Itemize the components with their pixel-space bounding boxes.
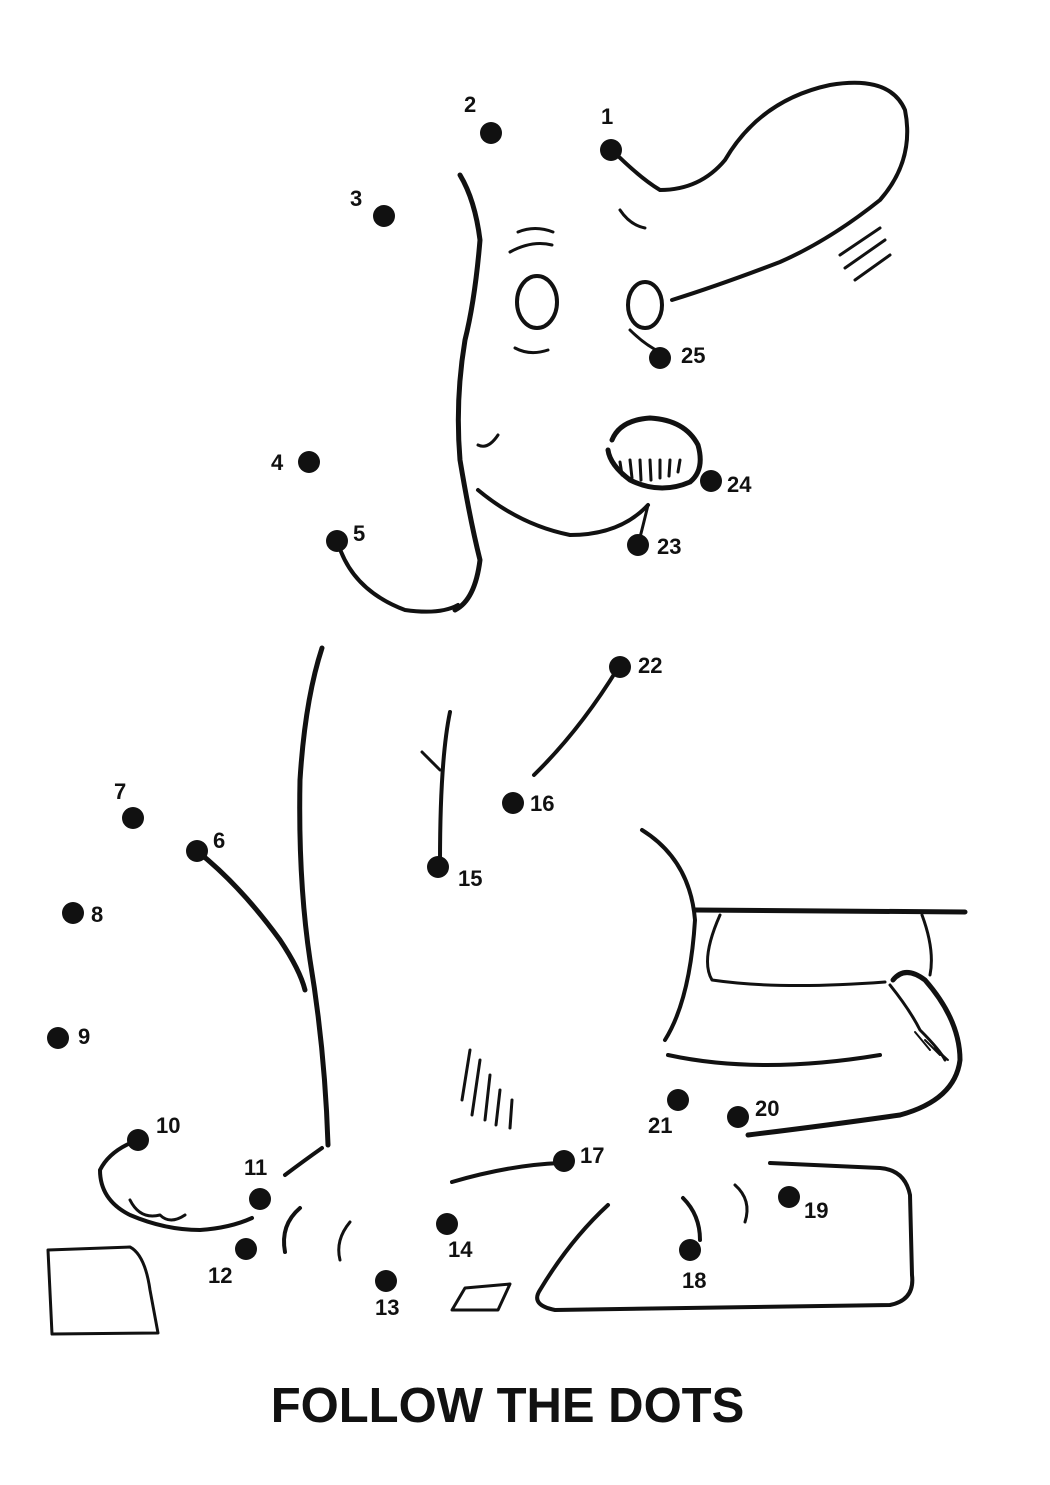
dot-label-20: 20 bbox=[755, 1096, 779, 1121]
page-title: FOLLOW THE DOTS bbox=[270, 1379, 745, 1433]
dot-9 bbox=[47, 1027, 69, 1049]
dot-18 bbox=[679, 1239, 701, 1261]
dot-13 bbox=[375, 1270, 397, 1292]
dot-24 bbox=[700, 470, 722, 492]
dot-label-15: 15 bbox=[458, 866, 482, 891]
dot-label-13: 13 bbox=[375, 1295, 399, 1320]
dot-label-18: 18 bbox=[682, 1268, 706, 1293]
dot-11 bbox=[249, 1188, 271, 1210]
dot-6 bbox=[186, 840, 208, 862]
dot-label-1: 1 bbox=[601, 104, 613, 129]
dot-label-4: 4 bbox=[271, 450, 284, 475]
dot-10 bbox=[127, 1129, 149, 1151]
dot-8 bbox=[62, 902, 84, 924]
dot-label-11: 11 bbox=[244, 1155, 267, 1180]
dot-label-22: 22 bbox=[638, 653, 662, 678]
dot-21 bbox=[667, 1089, 689, 1111]
dot-15 bbox=[427, 856, 449, 878]
dot-label-24: 24 bbox=[727, 472, 752, 497]
dot-label-19: 19 bbox=[804, 1198, 828, 1223]
dot-label-12: 12 bbox=[208, 1263, 232, 1288]
dot-label-6: 6 bbox=[213, 828, 225, 853]
dot-4 bbox=[298, 451, 320, 473]
dot-19 bbox=[778, 1186, 800, 1208]
dot-label-21: 21 bbox=[648, 1113, 672, 1138]
dot-label-23: 23 bbox=[657, 534, 681, 559]
dot-label-8: 8 bbox=[91, 902, 103, 927]
dot-12 bbox=[235, 1238, 257, 1260]
dot-14 bbox=[436, 1213, 458, 1235]
dot-1 bbox=[600, 139, 622, 161]
dot-5 bbox=[326, 530, 348, 552]
dot-7 bbox=[122, 807, 144, 829]
dot-label-25: 25 bbox=[681, 343, 705, 368]
dot-label-17: 17 bbox=[580, 1143, 604, 1168]
dot-label-3: 3 bbox=[350, 186, 362, 211]
dot-label-5: 5 bbox=[353, 521, 365, 546]
dot-label-9: 9 bbox=[78, 1024, 90, 1049]
numbered-dots: 1234567891011121314151617181920212223242… bbox=[47, 92, 828, 1320]
dot-3 bbox=[373, 205, 395, 227]
dot-label-16: 16 bbox=[530, 791, 554, 816]
dot-label-10: 10 bbox=[156, 1113, 180, 1138]
dot-20 bbox=[727, 1106, 749, 1128]
dot-label-2: 2 bbox=[464, 92, 476, 117]
dot-23 bbox=[627, 534, 649, 556]
dot-label-7: 7 bbox=[114, 779, 126, 804]
dog-line-art bbox=[46, 80, 968, 1336]
dot-16 bbox=[502, 792, 524, 814]
dot-22 bbox=[609, 656, 631, 678]
dot-25 bbox=[649, 347, 671, 369]
dot-2 bbox=[480, 122, 502, 144]
dot-17 bbox=[553, 1150, 575, 1172]
dot-label-14: 14 bbox=[448, 1237, 473, 1262]
